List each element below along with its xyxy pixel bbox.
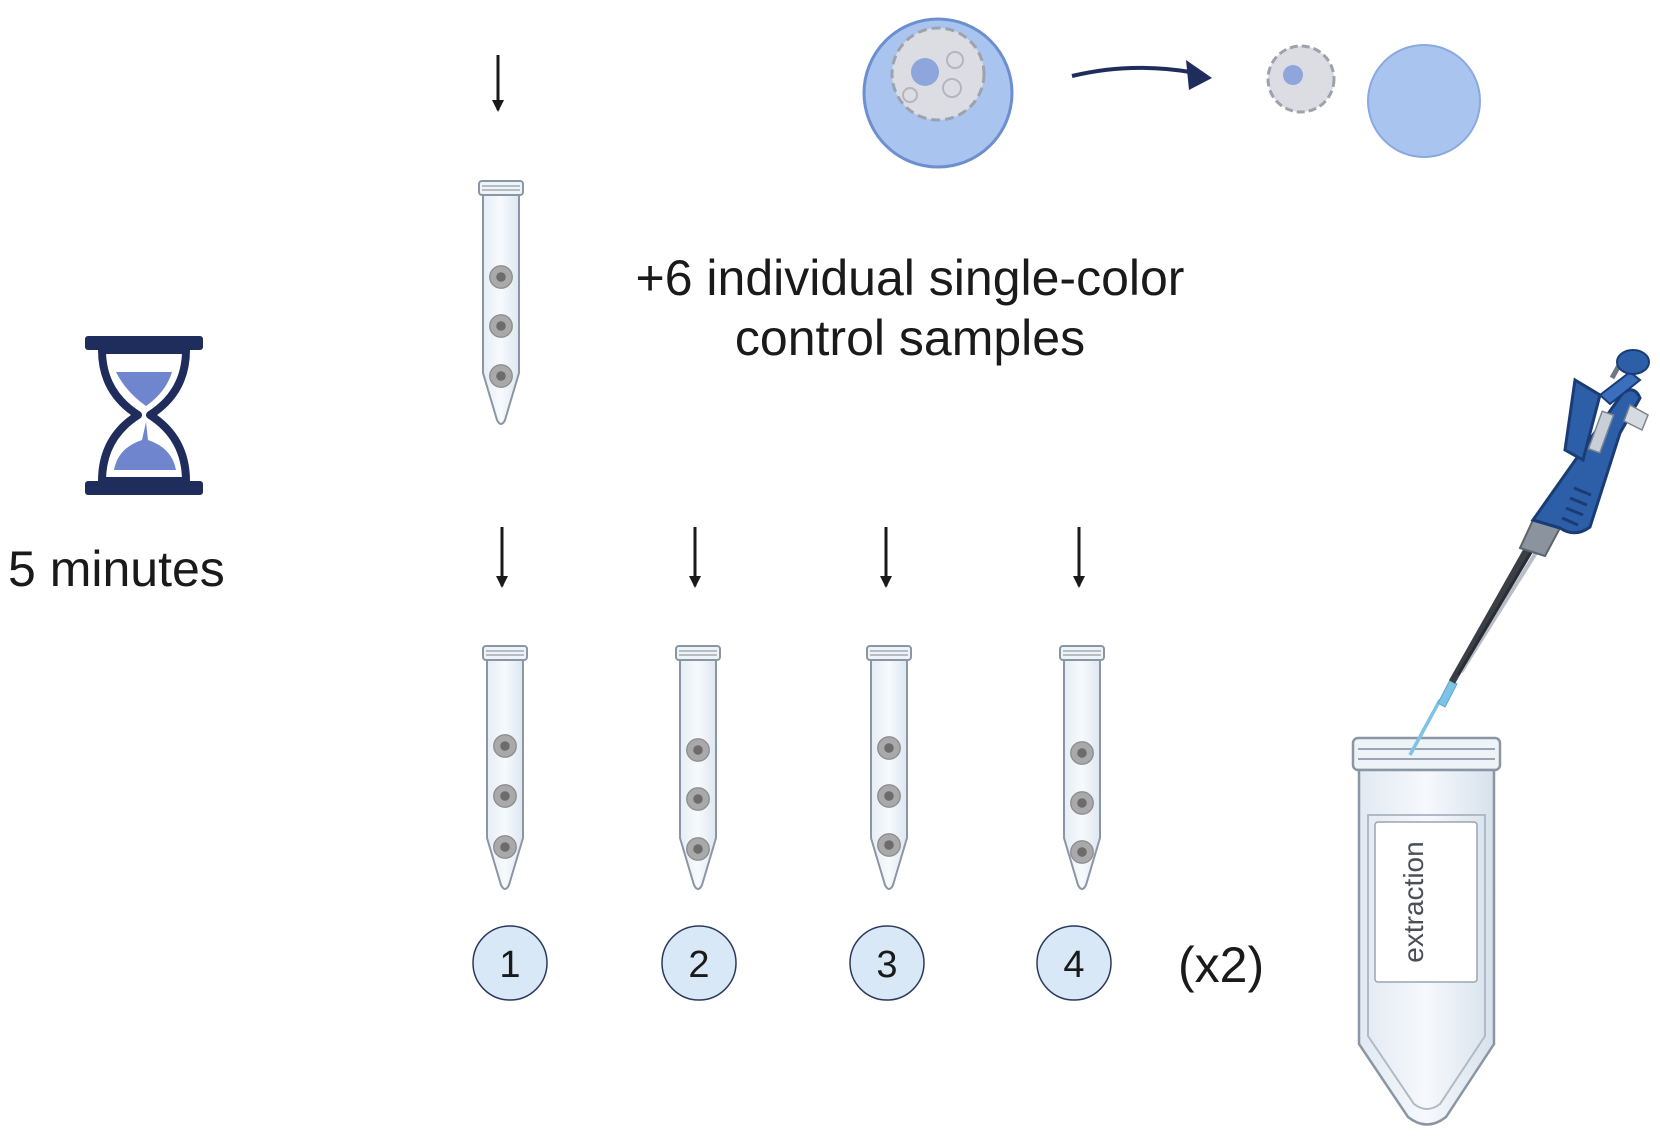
controls-note-line2: control samples <box>734 310 1086 366</box>
tube-number-2: 2 <box>688 944 709 986</box>
tube-1 <box>482 645 528 890</box>
extraction-label-panel <box>1374 821 1478 983</box>
tube-number-badge-3: 3 <box>849 925 925 1001</box>
controls-note: +6 individual single-color control sampl… <box>560 248 1260 368</box>
cell-bead-illustration <box>862 17 1481 169</box>
tube-number-1: 1 <box>499 944 520 986</box>
repeat-label: (x2) <box>1178 937 1265 993</box>
tube-number-3: 3 <box>876 944 897 986</box>
timer-label: 5 minutes <box>8 541 225 597</box>
tube-control <box>478 180 524 425</box>
tube-number-badge-1: 1 <box>472 925 548 1001</box>
process-arrow <box>1186 60 1212 90</box>
extraction-tube: extraction <box>1351 736 1502 1126</box>
controls-note-line1: +6 individual single-color <box>635 250 1185 306</box>
tube-2 <box>675 645 721 890</box>
hourglass-icon <box>85 336 203 495</box>
tube-number-badge-4: 4 <box>1036 925 1112 1001</box>
tube-number-badge-2: 2 <box>661 925 737 1001</box>
tube-3 <box>866 645 912 890</box>
tube-4 <box>1059 645 1105 890</box>
tube-number-4: 4 <box>1063 944 1084 986</box>
pipette-icon <box>1408 349 1650 756</box>
extraction-label: extraction <box>1398 841 1429 962</box>
